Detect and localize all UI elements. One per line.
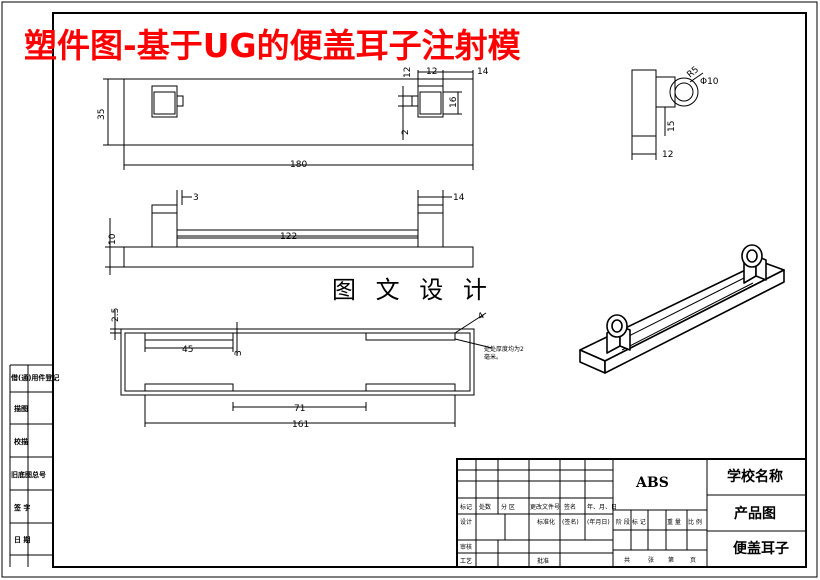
label-sheet: 张	[648, 556, 654, 564]
dim-top-width: 180	[290, 160, 307, 170]
label-design: 设计	[460, 518, 472, 526]
label-ymd: (年月日)	[587, 518, 610, 526]
note-line-1: 处处厚度均为2	[484, 345, 524, 353]
label-total: 共	[624, 556, 630, 564]
side-view	[631, 69, 704, 160]
dim-side-12: 12	[662, 150, 673, 160]
dim-front-10: 10	[108, 233, 118, 245]
dim-front-14: 14	[453, 193, 465, 203]
strip-label-trace: 描图	[14, 404, 28, 413]
col-mark: 标记	[460, 503, 472, 511]
title-block	[456, 458, 807, 568]
label-stage-mark: 阶 段 标 记	[616, 518, 646, 526]
dim-side-diameter: Φ10	[700, 77, 719, 87]
dim-top-12: 12	[426, 67, 437, 77]
dim-top-2: 2	[401, 129, 411, 135]
label-standard: 标准化	[537, 518, 555, 526]
watermark-text: 图 文 设 计	[332, 276, 493, 304]
label-check: 审核	[460, 543, 472, 551]
material-value: ABS	[635, 475, 669, 491]
dim-sec-4: 4	[477, 311, 487, 323]
inner-border	[52, 12, 807, 568]
col-signature: 签名	[564, 503, 576, 511]
dim-top-16: 16	[449, 96, 459, 108]
label-weight: 重 量	[667, 518, 681, 526]
label-no: 第	[668, 556, 674, 564]
dim-side-15: 15	[667, 121, 677, 132]
top-view	[103, 70, 474, 170]
col-zone: 分 区	[501, 503, 515, 511]
strip-label-signature: 签 字	[13, 503, 30, 512]
dim-sec-71: 71	[294, 404, 305, 414]
dim-sec-161: 161	[292, 420, 309, 430]
label-sign: (签名)	[562, 518, 579, 526]
school-name: 学校名称	[727, 468, 783, 485]
dim-sec-45: 45	[182, 345, 193, 355]
strip-label-register: 借(通)用件登记	[10, 373, 59, 382]
left-strip	[9, 364, 53, 567]
front-view	[105, 190, 474, 275]
note-line-2: 毫米。	[484, 353, 502, 361]
strip-label-check-trace: 校描	[14, 437, 28, 446]
strip-label-date: 日 期	[14, 535, 30, 544]
dim-front-122: 122	[280, 232, 297, 242]
isometric-view	[579, 244, 785, 374]
dim-top-12v: 12	[403, 67, 413, 78]
dim-side-r5: R5	[686, 65, 702, 80]
col-change-doc: 更改文件号	[530, 503, 560, 511]
banner-title: 塑件图-基于UG的便盖耳子注射模	[24, 26, 522, 65]
dim-top-14: 14	[477, 67, 489, 77]
col-date: 年、月、日	[587, 503, 617, 511]
col-count: 处数	[479, 503, 491, 511]
label-process: 工艺	[460, 557, 472, 565]
strip-label-old-drawing-no: 旧底图总号	[11, 470, 46, 479]
section-view	[110, 310, 493, 427]
product-type: 产品图	[734, 505, 776, 522]
dim-top-height: 35	[97, 109, 107, 120]
label-page: 页	[690, 557, 696, 564]
part-name: 便盖耳子	[733, 540, 789, 557]
label-approve: 批准	[537, 557, 549, 565]
label-scale: 比 例	[688, 518, 702, 526]
dim-sec-2-5: 2.5	[111, 308, 121, 322]
dim-front-3: 3	[193, 193, 199, 203]
dim-sec-3: 3	[234, 350, 244, 356]
